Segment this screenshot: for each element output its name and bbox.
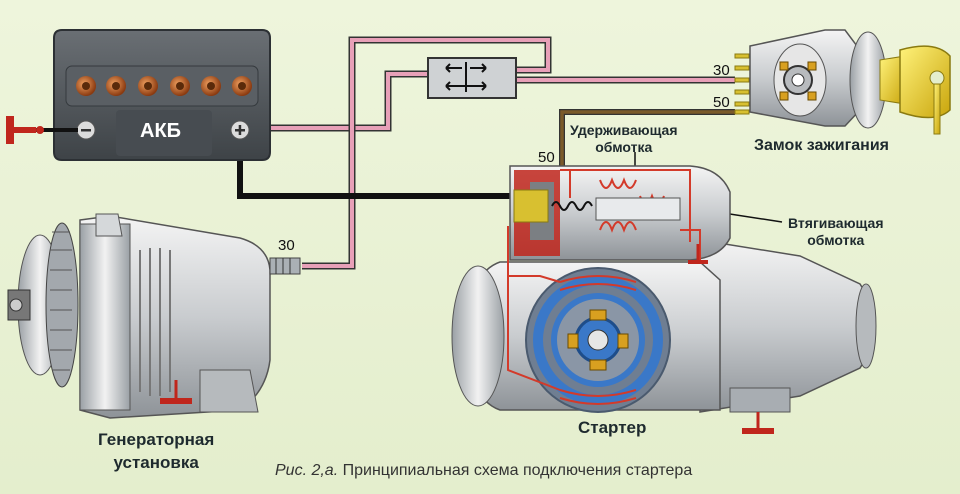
pull-in-winding-label: Втягивающая обмотка <box>788 215 884 249</box>
battery-cell-caps <box>76 76 252 96</box>
generator-label: Генераторная установка <box>98 428 214 474</box>
brown-wire-50 <box>559 109 735 168</box>
figure-caption: Рис. 2,а. Принципиальная схема подключен… <box>275 462 692 480</box>
figure-caption-prefix: Рис. 2,а. <box>275 462 339 479</box>
ignition-switch <box>734 29 887 129</box>
holding-winding-label: Удерживающая обмотка <box>570 122 678 156</box>
battery-ground-icon <box>6 116 78 144</box>
battery-label: АКБ <box>140 120 182 142</box>
ignition-terminal-50: 50 <box>713 94 730 111</box>
starter-label: Стартер <box>578 418 647 437</box>
starter-ground-icon <box>742 412 774 434</box>
figure-caption-text: Принципиальная схема подключения стартер… <box>338 462 693 479</box>
pull-in-winding-label-line2: обмотка <box>807 232 865 248</box>
ignition-switch-label: Замок зажигания <box>754 137 889 154</box>
key-icon <box>879 45 951 135</box>
relay-box <box>427 57 517 99</box>
pull-in-winding-label-line1: Втягивающая <box>788 215 884 231</box>
starter <box>451 165 877 413</box>
generator-ground-icon <box>160 380 192 404</box>
starter-terminal-50: 50 <box>538 149 555 166</box>
holding-winding-label-line2: обмотка <box>595 139 653 155</box>
black-wire <box>237 138 520 199</box>
solenoid-plunger <box>551 197 681 221</box>
generator-terminal-30: 30 <box>278 237 295 254</box>
generator-label-line2: установка <box>113 453 199 472</box>
solenoid-ground-icon <box>688 244 708 264</box>
battery <box>53 29 271 161</box>
generator-label-line1: Генераторная <box>98 430 215 449</box>
generator <box>7 213 301 419</box>
ignition-pins <box>734 53 750 115</box>
ignition-terminal-30: 30 <box>713 62 730 79</box>
pink-wires <box>240 36 735 270</box>
holding-winding-label-line1: Удерживающая <box>570 122 678 138</box>
